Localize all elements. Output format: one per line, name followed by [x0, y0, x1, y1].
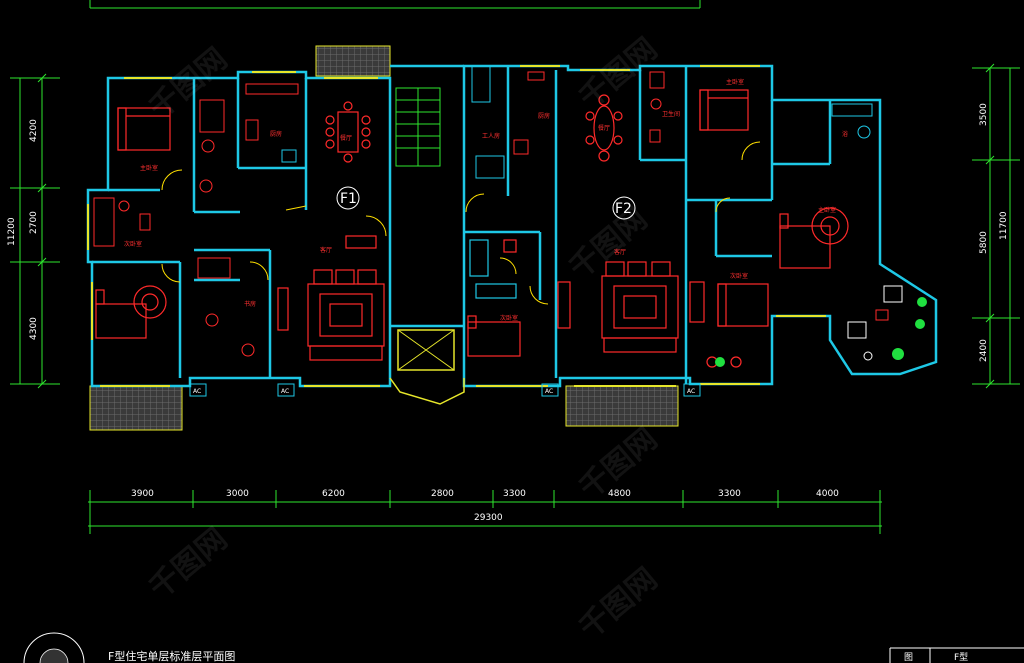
east-dining-table	[585, 94, 623, 162]
west-bath-fixtures	[199, 99, 225, 193]
east-master-bed	[699, 89, 749, 131]
bottom-dim-4: 2800	[431, 489, 454, 499]
east-bath-label: 卫生间	[662, 110, 680, 118]
east-bath-2-label: 浴	[842, 130, 848, 138]
bottom-dim-2: 3000	[226, 489, 249, 499]
east-bath-2-fixtures	[831, 103, 873, 139]
west-dining-label: 餐厅	[340, 134, 352, 142]
east-unit-label: F2	[615, 201, 632, 217]
elevator-shaft	[397, 329, 455, 371]
left-dim-2: 2700	[29, 211, 39, 234]
bottom-dim-8: 4000	[816, 489, 839, 499]
east-kitchen-counter	[513, 71, 545, 155]
title-block	[889, 647, 1024, 663]
stair-core	[389, 87, 465, 405]
right-dim-2: 5800	[979, 231, 989, 254]
left-dim-3: 4300	[29, 317, 39, 340]
west-study-label: 书房	[244, 300, 256, 308]
east-master-bedroom-2-label: 主卧室	[818, 206, 836, 214]
west-master-bed	[117, 107, 171, 151]
door-swings	[161, 141, 761, 305]
top-border-ticks	[89, 0, 701, 9]
east-living-label: 客厅	[614, 248, 626, 256]
drawing-title: F型住宅单层标准层平面图	[108, 649, 235, 663]
east-unit-tag: F2	[612, 196, 636, 220]
east-third-bed	[706, 283, 769, 368]
west-kitchen-counter	[245, 83, 299, 163]
bottom-dim-6: 4800	[608, 489, 631, 499]
east-master-bed-2	[779, 207, 849, 269]
west-secondary-bed	[95, 285, 167, 339]
right-dim-1: 3500	[979, 103, 989, 126]
potted-plants	[715, 297, 927, 367]
right-dimension-line	[972, 63, 1020, 389]
east-secondary-bed-small	[467, 239, 521, 357]
west-dining-table	[325, 101, 371, 163]
east-storage-room	[471, 65, 505, 179]
west-unit-tag: F1	[336, 186, 360, 210]
right-dim-3: 2400	[979, 339, 989, 362]
east-secondary-bedroom-label: 次卧室	[500, 314, 518, 322]
east-master-bedroom-label: 主卧室	[726, 78, 744, 86]
west-master-bedroom-label: 主卧室	[140, 164, 158, 172]
bottom-dim-7: 3300	[718, 489, 741, 499]
west-living-sofa-set	[277, 235, 385, 361]
bottom-dim-5: 3300	[503, 489, 526, 499]
ac-label-4: AC	[687, 388, 695, 395]
left-balcony-grille	[89, 385, 183, 431]
east-secondary-bedroom-2-label: 次卧室	[730, 272, 748, 280]
bottom-dim-total: 29300	[474, 513, 503, 523]
bottom-dimension-labels: 3900 3000 6200 2800 3300 4800 3300 4000 …	[131, 489, 839, 523]
west-bathtub	[93, 197, 151, 247]
east-kitchen-label: 厨房	[538, 112, 550, 120]
ac-label-3: AC	[545, 388, 553, 395]
bottom-dimension-line	[88, 490, 882, 534]
ac-label-1: AC	[193, 388, 201, 395]
ac-label-2: AC	[281, 388, 289, 395]
bottom-dim-1: 3900	[131, 489, 154, 499]
bottom-dim-3: 6200	[322, 489, 345, 499]
title-block-cell-2: F型	[954, 652, 968, 663]
west-living-label: 客厅	[320, 246, 332, 254]
west-unit-label: F1	[340, 191, 357, 207]
ac-unit-boxes	[189, 383, 701, 397]
east-dining-label: 餐厅	[598, 124, 610, 132]
east-bath-fixtures	[649, 71, 665, 143]
windows	[87, 65, 826, 387]
right-balcony-grille	[565, 385, 679, 427]
east-worker-room-label: 工人房	[482, 132, 500, 140]
east-sunroom-furniture	[847, 285, 903, 361]
title-block-cell-1: 图	[904, 652, 913, 663]
left-dim-total: 11200	[7, 217, 17, 246]
top-balcony-grille	[315, 45, 391, 77]
right-dim-total: 11700	[999, 211, 1009, 240]
left-dimension-line	[10, 73, 60, 389]
west-kitchen-label: 厨房	[270, 130, 282, 138]
stair-bay-window	[389, 377, 465, 405]
east-living-sofa-set	[557, 261, 705, 353]
compass-symbol	[23, 632, 85, 663]
west-secondary-bedroom-label: 次卧室	[124, 240, 142, 248]
west-study-desk	[197, 257, 255, 357]
left-dim-1: 4200	[29, 119, 39, 142]
